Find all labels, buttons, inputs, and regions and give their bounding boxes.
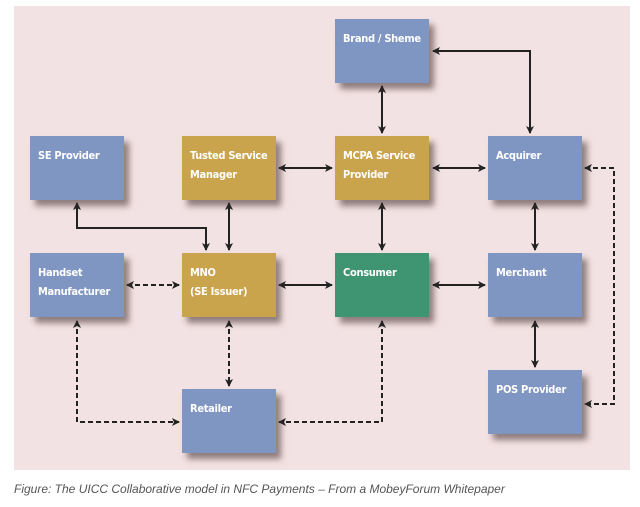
node-label: Provider bbox=[343, 168, 389, 181]
node-mno[interactable]: MNO (SE Issuer) bbox=[182, 253, 276, 317]
node-se-provider[interactable]: SE Provider bbox=[30, 136, 124, 200]
node-acquirer[interactable]: Acquirer bbox=[488, 136, 582, 200]
node-label: Retailer bbox=[190, 402, 232, 415]
node-label: Merchant bbox=[496, 266, 547, 279]
node-trusted-service-manager[interactable]: Tusted Service Manager bbox=[182, 136, 276, 200]
node-label: Manager bbox=[190, 168, 237, 181]
edge-seprovider-mno bbox=[73, 202, 210, 251]
node-label: Handset bbox=[38, 266, 83, 279]
figure-caption: Figure: The UICC Collaborative model in … bbox=[14, 482, 505, 496]
node-brand-scheme[interactable]: Brand / Sheme bbox=[335, 19, 429, 83]
node-label: Acquirer bbox=[496, 149, 542, 162]
edge-acquirer-pos bbox=[584, 164, 615, 408]
node-label: Brand / Sheme bbox=[343, 32, 421, 45]
node-label: POS Provider bbox=[496, 383, 567, 396]
edge-consumer-retailer bbox=[278, 320, 386, 426]
node-label: Consumer bbox=[343, 266, 397, 279]
node-mcpa-service-provider[interactable]: MCPA Service Provider bbox=[335, 136, 429, 200]
node-label: SE Provider bbox=[38, 149, 100, 162]
edge-handset-retailer bbox=[73, 320, 180, 426]
node-merchant[interactable]: Merchant bbox=[488, 253, 582, 317]
node-handset-manufacturer[interactable]: Handset Manufacturer bbox=[30, 253, 124, 317]
node-label: Manufacturer bbox=[38, 285, 111, 298]
node-pos-provider[interactable]: POS Provider bbox=[488, 370, 582, 434]
node-label: Tusted Service bbox=[190, 149, 268, 162]
edge-acquirer-brand bbox=[432, 47, 534, 134]
node-label: (SE Issuer) bbox=[190, 285, 248, 298]
node-retailer[interactable]: Retailer bbox=[182, 389, 276, 453]
node-label: MNO bbox=[190, 266, 216, 279]
node-label: MCPA Service bbox=[343, 149, 415, 162]
node-consumer[interactable]: Consumer bbox=[335, 253, 429, 317]
